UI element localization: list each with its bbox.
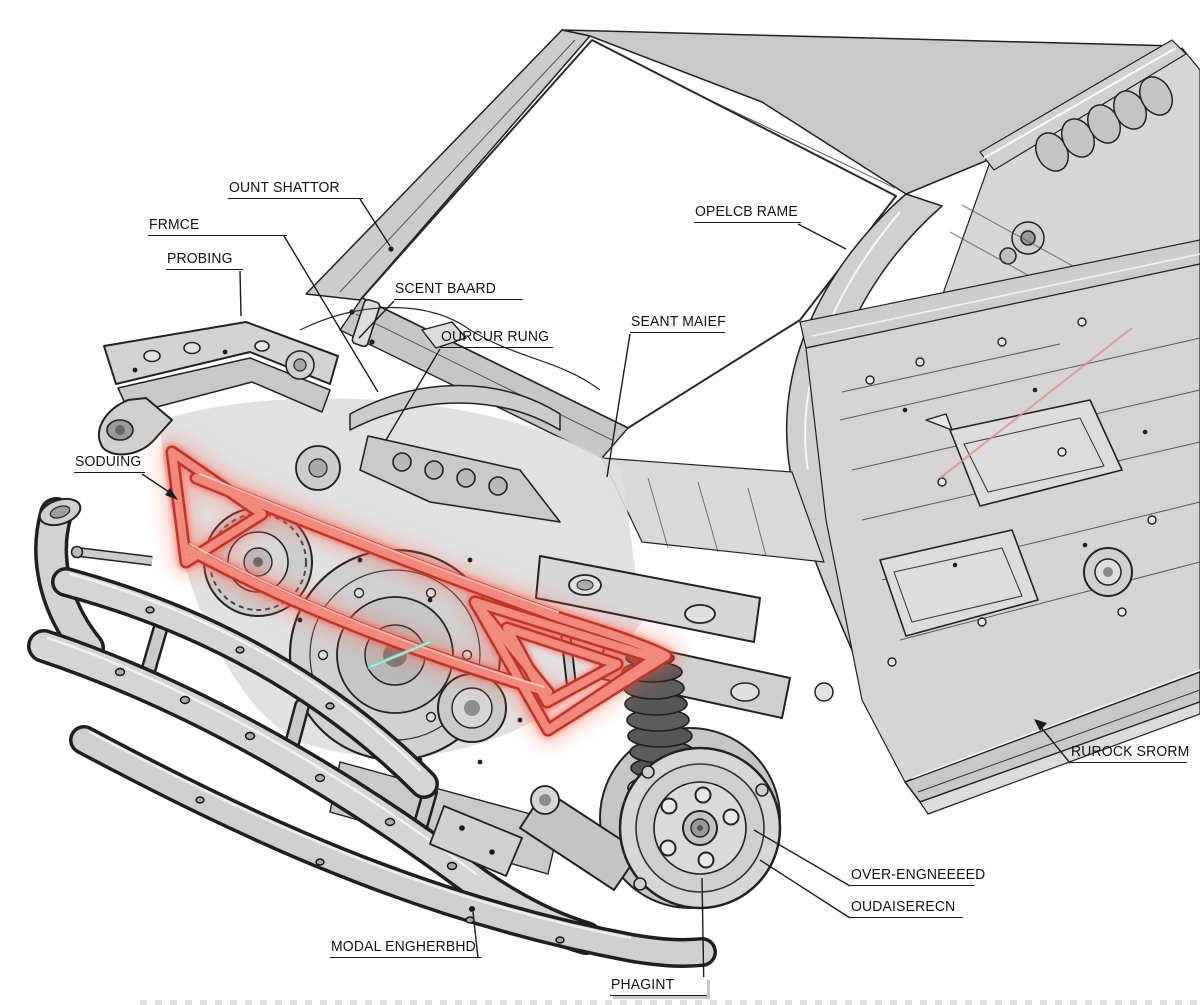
- windshield-opening: [361, 39, 897, 429]
- label-scent-baard: SCENT BAARD: [394, 281, 523, 300]
- brake-hub: [618, 746, 782, 910]
- label-probing-text: PROBING: [167, 250, 233, 267]
- label-ount-shattor: OUNT SHATTOR: [228, 180, 363, 199]
- label-scent-baard-text: SCENT BAARD: [395, 280, 497, 297]
- leader-probing: [239, 270, 242, 317]
- label-oudaiserecn-text: OUDAISERECN: [851, 898, 956, 915]
- label-soduing-text: SODUING: [75, 453, 142, 470]
- leader-oudaiserecn: [759, 859, 851, 919]
- leader-phagint: [701, 877, 705, 997]
- bumper-assembly: [27, 497, 717, 968]
- label-ount-shattor-text: OUNT SHATTOR: [229, 179, 340, 196]
- leader-rurock-srorm: [1039, 725, 1071, 764]
- toe-board: [601, 457, 825, 563]
- label-modal-engherbhd-text: MODAL ENGHERBHD: [331, 938, 476, 955]
- leader-frmce: [283, 235, 379, 393]
- leader-modal-engherbhd: [472, 911, 479, 959]
- leader-ount-shattor: [359, 198, 391, 247]
- hinge-pillar-slot: [351, 298, 381, 348]
- leader-scent-baard: [358, 300, 395, 339]
- front-suspension: [518, 649, 782, 910]
- label-phagint-text: PHAGINT: [611, 976, 675, 993]
- label-soduing: SODUING: [74, 454, 145, 473]
- label-opelcb-rame-text: OPELCB RAME: [695, 203, 798, 220]
- leader-lines: [141, 198, 1071, 997]
- label-oudaiserecn: OUDAISERECN: [850, 899, 963, 918]
- label-over-engneeeed: OVER-ENGNEEEED: [850, 867, 985, 886]
- lower-control-arm: [518, 788, 642, 892]
- label-frmce-text: FRMCE: [149, 216, 200, 233]
- leader-over-engneeeed: [753, 829, 851, 887]
- label-ourcur-rung: OURCUR RUNG: [440, 329, 553, 348]
- label-modal-engherbhd: MODAL ENGHERBHD: [330, 939, 481, 958]
- label-seant-maef-text: SEANT MAIEF: [631, 313, 726, 330]
- accent-lines: [367, 327, 1133, 670]
- soduing-arrowhead: [165, 488, 178, 500]
- leader-soduing: [141, 473, 173, 495]
- leader-seant-maef: [606, 333, 631, 478]
- label-phagint: PHAGINT: [610, 977, 707, 996]
- seat-crossmember: [799, 239, 1200, 349]
- faint-red-line: [939, 327, 1133, 479]
- label-rurock-srorm: RUROCK SRORM: [1070, 743, 1190, 763]
- highlighted-subframe: [157, 437, 681, 745]
- rurock-arrowhead: [1034, 719, 1047, 731]
- body-shell: [305, 29, 1200, 815]
- radiator-support-bracket: [103, 321, 339, 385]
- label-ourcur-rung-text: OURCUR RUNG: [441, 328, 550, 345]
- roof-bow-cylinders: [999, 76, 1173, 265]
- seat-pan-recess-1: [949, 399, 1123, 507]
- label-seant-maef: SEANT MAIEF: [630, 313, 726, 333]
- cropped-caption-strip: [140, 1000, 1200, 1005]
- seat-pan-recess-2: [879, 529, 1039, 637]
- label-opelcb-rame: OPELCB RAME: [694, 204, 801, 223]
- leader-ourcur-rung: [385, 348, 441, 441]
- label-over-engneeeed-text: OVER-ENGNEEEED: [851, 866, 986, 883]
- label-probing: PROBING: [166, 251, 243, 270]
- label-frmce: FRMCE: [148, 217, 287, 236]
- leader-opelcb-rame: [797, 223, 847, 250]
- label-rurock-srorm-text: RUROCK SRORM: [1071, 743, 1190, 760]
